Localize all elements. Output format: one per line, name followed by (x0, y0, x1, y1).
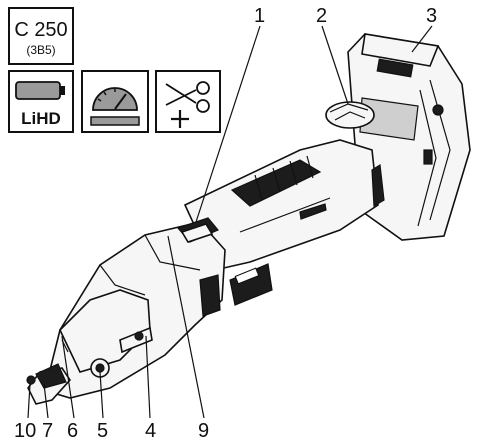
scissors-plus-icon (165, 81, 210, 128)
leader-line-10 (27, 383, 31, 419)
leader-line-7 (43, 383, 49, 419)
callout-5: 5 (97, 420, 108, 442)
leader-line-6 (61, 335, 75, 419)
battery-icon (15, 81, 65, 100)
callout-2: 2 (316, 5, 327, 27)
model-code: (3B5) (26, 43, 55, 57)
handle-housing (183, 139, 385, 271)
callout-7: 7 (42, 420, 53, 442)
model-name: C 250 (14, 19, 67, 41)
callout-4: 4 (145, 420, 156, 442)
leader-line-2 (321, 25, 349, 105)
speedometer-icon (90, 87, 140, 126)
model-box: C 250 (3B5) (8, 7, 74, 65)
battery-box: LiHD (8, 70, 74, 133)
battery-type-label: LiHD (21, 109, 61, 128)
callout-3: 3 (426, 5, 437, 27)
leader-line-3 (411, 25, 433, 53)
speed-dial (325, 101, 375, 129)
release-switch (176, 217, 219, 243)
cutting-head (26, 339, 72, 405)
front-housing (49, 221, 273, 399)
leader-line-9 (167, 235, 205, 419)
callout-6: 6 (67, 420, 78, 442)
leader-line-1 (195, 25, 261, 223)
speed-box (81, 70, 149, 133)
callout-1: 1 (254, 5, 265, 27)
leader-line-5 (99, 371, 104, 419)
callout-labels: 1 2 3 4 5 6 7 9 10 (14, 5, 437, 442)
leader-lines (27, 25, 433, 419)
callout-10: 10 (14, 420, 36, 442)
cut-box (155, 70, 221, 133)
callout-9: 9 (198, 420, 209, 442)
leader-line-4 (145, 335, 151, 419)
